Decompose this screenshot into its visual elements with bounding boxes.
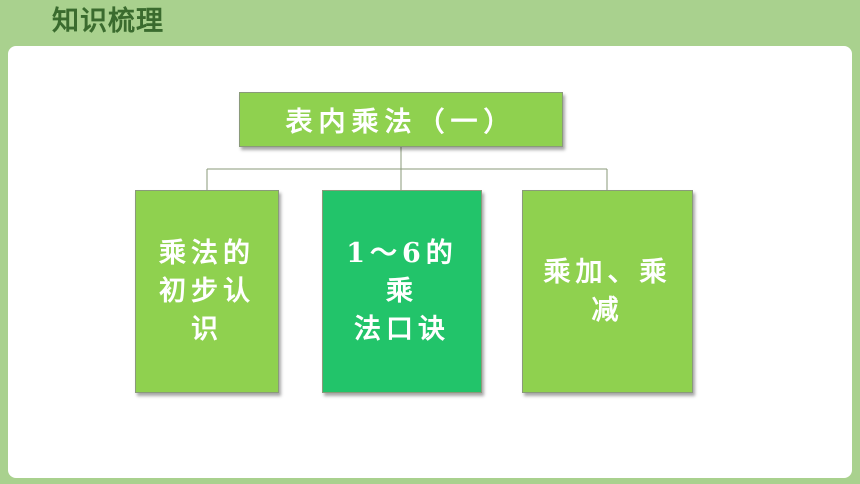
child-node-line: 法口诀 — [354, 313, 450, 345]
child-node-line: 识 — [191, 313, 223, 345]
child-node-line: 1～6的乘 — [346, 237, 458, 307]
child-node-multiply-add-subtract: 乘加、乘 减 — [522, 190, 693, 393]
child-node-line: 乘加、乘 — [543, 256, 672, 288]
child-node-multiplication-rhymes: 1～6的乘 法口诀 — [322, 190, 482, 393]
root-node: 表内乘法（一） — [239, 92, 563, 147]
child-node-line: 乘法的 — [159, 237, 255, 269]
page-title: 知识梳理 — [52, 6, 164, 37]
child-node-line: 减 — [591, 294, 624, 326]
child-node-line: 初步认 — [159, 275, 255, 307]
root-node-label: 表内乘法（一） — [285, 107, 517, 138]
child-node-basic-multiplication: 乘法的 初步认 识 — [135, 190, 279, 393]
